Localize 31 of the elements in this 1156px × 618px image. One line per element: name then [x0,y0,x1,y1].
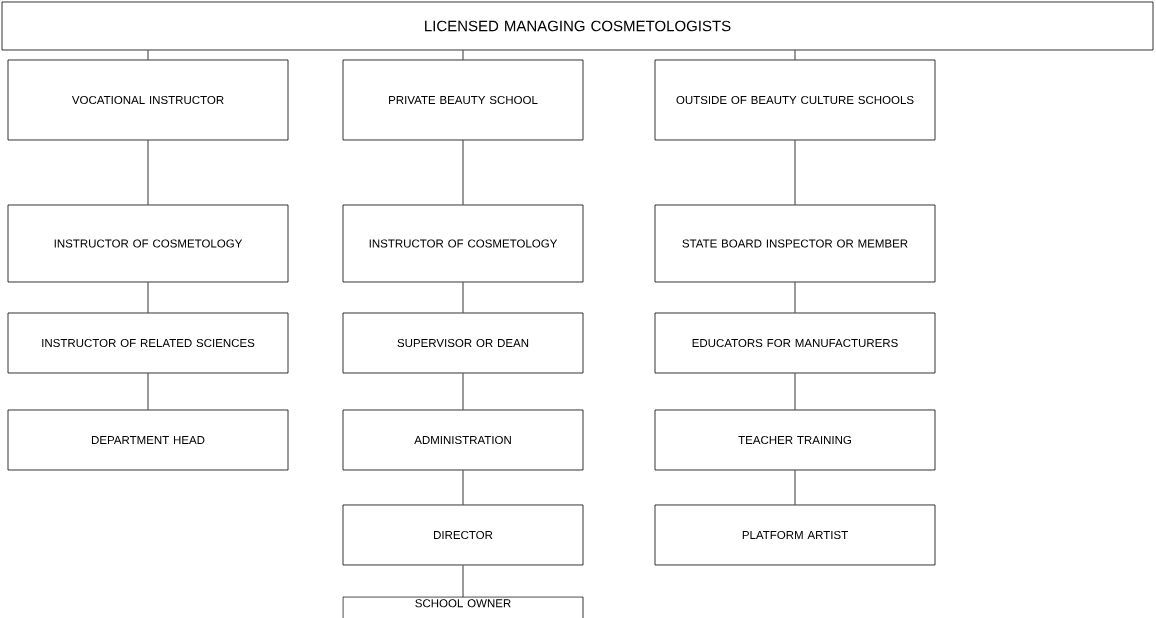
connector-line [794,282,796,313]
connector-line [462,282,464,313]
org-box: TEACHER TRAINING [654,409,936,471]
connector-line [147,140,149,205]
connector-line [147,282,149,313]
connector-line [794,470,796,505]
connector-line [794,373,796,410]
connector-line [462,470,464,505]
connector-line [794,140,796,205]
org-box: INSTRUCTOR OF COSMETOLOGY [342,204,584,283]
org-box: SCHOOL OWNER [342,596,584,618]
org-box: STATE BOARD INSPECTOR OR MEMBER [654,204,936,283]
org-box: EDUCATORS FOR MANUFACTURERS [654,312,936,374]
connector-line [794,50,796,60]
org-box: INSTRUCTOR OF RELATED SCIENCES [7,312,289,374]
connector-line [462,373,464,410]
org-box: VOCATIONAL INSTRUCTOR [7,59,289,141]
org-box: PLATFORM ARTIST [654,504,936,566]
connector-line [147,50,149,60]
connector-line [147,373,149,410]
connector-line [462,565,464,598]
org-box: DIRECTOR [342,504,584,566]
org-box: LICENSED MANAGING COSMETOLOGISTS [1,1,1154,51]
org-box: PRIVATE BEAUTY SCHOOL [342,59,584,141]
org-box: DEPARTMENT HEAD [7,409,289,471]
connector-line [462,50,464,60]
org-box: ADMINISTRATION [342,409,584,471]
org-box: SUPERVISOR OR DEAN [342,312,584,374]
org-box: OUTSIDE OF BEAUTY CULTURE SCHOOLS [654,59,936,141]
org-box: INSTRUCTOR OF COSMETOLOGY [7,204,289,283]
connector-line [462,140,464,205]
